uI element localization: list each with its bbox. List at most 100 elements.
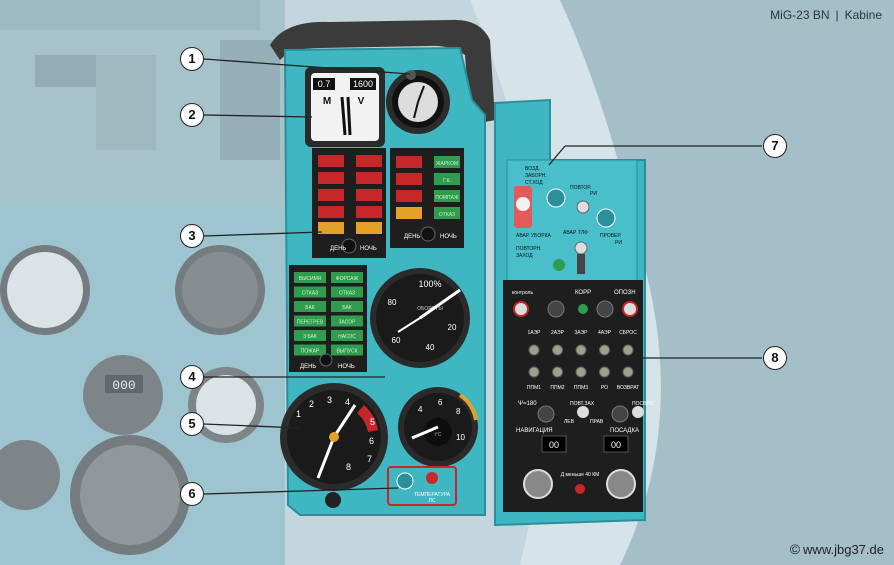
- exhaust-gauge: 4 6 8 10 t°С: [398, 387, 478, 467]
- mach-indicator: 0.7 1600 M V: [305, 67, 385, 147]
- intake-povtor: ПОВТОР.: [570, 185, 591, 191]
- warn-lower-day: ДЕНЬ: [300, 364, 316, 370]
- nav-dmeter: Д меньше 40 КМ: [561, 472, 600, 478]
- lower-tile-11: [294, 344, 326, 356]
- nav-row3-button-2[interactable]: [552, 366, 563, 378]
- mach-top-left: 0.7: [318, 79, 331, 89]
- intake-povtor-zahod2: ЗАХОД: [516, 253, 533, 259]
- nav-row2-button-5[interactable]: [622, 344, 634, 356]
- accel-2: 2: [309, 399, 314, 409]
- copyright-site[interactable]: www.jbg37.de: [803, 542, 884, 557]
- intake-title3: СТ.ХОД: [525, 180, 543, 186]
- nav-posvrat: ПОСВРАТ: [632, 401, 655, 407]
- callout-1[interactable]: 1: [180, 47, 204, 71]
- nav-row1-3: ОПОЗН: [614, 290, 636, 296]
- accel-8: 8: [346, 462, 351, 472]
- nav-row2-button-4[interactable]: [599, 344, 610, 356]
- lower-tile-8: [331, 315, 363, 327]
- lower-tile-3: [294, 286, 326, 298]
- warn-right-night: НОЧЬ: [440, 234, 457, 240]
- callout-lines: [203, 58, 762, 495]
- warning-panel-right: ЖАРКОМ Г.К. ПОМПАЖ ОТКАЗ ДЕНЬ НОЧЬ: [390, 148, 464, 248]
- intake-title1: ВОЗД.: [525, 166, 540, 172]
- section-name: Kabine: [844, 8, 882, 22]
- nav-row2-button-2[interactable]: [552, 344, 563, 356]
- small-gauge-1: [386, 70, 450, 134]
- nav-row2-label-4: 4АЭР: [598, 330, 612, 336]
- mach-m-label: M: [323, 96, 331, 107]
- lower-tile-label-4: ОТКАЗ: [339, 291, 355, 297]
- rpm-40: 40: [426, 343, 435, 352]
- exh-10: 10: [456, 433, 465, 442]
- mach-top-right: 1600: [353, 79, 373, 89]
- accel-4: 4: [345, 397, 350, 407]
- nav-row3-button-5[interactable]: [622, 366, 634, 378]
- nav-psi: Ψ=180: [518, 401, 537, 407]
- lower-tile-5: [294, 301, 326, 312]
- nav-landing: ПОСАДКА: [610, 428, 639, 434]
- accel-1: 1: [296, 409, 301, 419]
- nav-row2-label-1: 1АЭР: [528, 330, 542, 336]
- callout-8[interactable]: 8: [763, 346, 787, 370]
- callout-2[interactable]: 2: [180, 103, 204, 127]
- callout-3[interactable]: 3: [180, 224, 204, 248]
- intake-ri2: РИ: [615, 240, 622, 246]
- rpm-gauge: 100% 80 60 40 20 ОБОРОТЫ: [370, 268, 470, 368]
- lower-tile-label-5: БАК: [305, 305, 315, 311]
- header-separator: |: [835, 8, 839, 22]
- rpm-60: 60: [392, 336, 401, 345]
- copyright-symbol: ©: [789, 541, 801, 557]
- nav-row3-label-3: ППМ3: [574, 385, 588, 391]
- lower-tile-10: [331, 330, 363, 341]
- nav-row2-button-1[interactable]: [528, 344, 540, 356]
- exh-4: 4: [418, 405, 423, 414]
- lower-tile-6: [331, 301, 363, 312]
- lower-tile-4: [331, 286, 363, 298]
- nav-row3-label-1: ППМ1: [527, 385, 541, 391]
- copyright: ©www.jbg37.de: [790, 541, 884, 557]
- lower-tile-2: [331, 272, 363, 283]
- lower-tile-12: [331, 344, 363, 356]
- bg-counter-gauge-icon: [83, 355, 163, 435]
- nav-povt-zah: ПОВТ.ЗАХ: [570, 401, 595, 407]
- rpm-80: 80: [388, 298, 397, 307]
- lower-tile-label-10: НАСОС: [338, 334, 356, 340]
- callout-4[interactable]: 4: [180, 365, 204, 389]
- callout-6[interactable]: 6: [180, 482, 204, 506]
- lower-tile-label-6: БАК: [342, 305, 352, 311]
- nav-row3-button-4[interactable]: [599, 366, 610, 378]
- accel-3: 3: [327, 395, 332, 405]
- warn-lower-night: НОЧЬ: [338, 364, 355, 370]
- lower-tile-label-11: ПОЖАР: [301, 349, 320, 355]
- nav-row2-label-2: 2АЭР: [551, 330, 565, 336]
- warn-right-tile-3: ПОМПАЖ: [435, 195, 459, 201]
- warn-right-day: ДЕНЬ: [404, 234, 420, 240]
- intake-ri: РИ: [590, 191, 597, 197]
- exh-unit: t°С: [435, 432, 442, 438]
- background-left-panel: 000: [0, 0, 285, 565]
- warn-right-tile-2: Г.К.: [443, 178, 451, 184]
- exh-8: 8: [456, 407, 461, 416]
- accel-6: 6: [369, 436, 374, 446]
- page-header: MiG-23 BN|Kabine: [770, 8, 882, 22]
- nav-row1-1: контроль: [512, 290, 533, 296]
- nav-row2-button-3[interactable]: [575, 344, 587, 356]
- nav-row3-label-2: ППМ2: [550, 385, 564, 391]
- lower-tile-label-1: ВЫСИМЯ: [299, 276, 322, 282]
- nav-row1-2: КОРР: [575, 290, 591, 296]
- bg-counter-text: 000: [112, 378, 135, 393]
- warn-left-day: ДЕНЬ: [330, 246, 346, 252]
- nav-row3-button-1[interactable]: [528, 366, 540, 378]
- nav-row3-button-3[interactable]: [575, 366, 587, 378]
- lower-tile-label-9: 3 БАК: [303, 334, 317, 340]
- intake-avar-uborka: АВАР. УБОРКА: [516, 233, 552, 239]
- temp-switch-line2: ЛС: [429, 498, 436, 504]
- callout-5[interactable]: 5: [180, 412, 204, 436]
- nav-row3-label-4: РО: [601, 385, 608, 391]
- callout-7[interactable]: 7: [763, 134, 787, 158]
- lower-tile-label-3: ОТКАЗ: [302, 291, 318, 297]
